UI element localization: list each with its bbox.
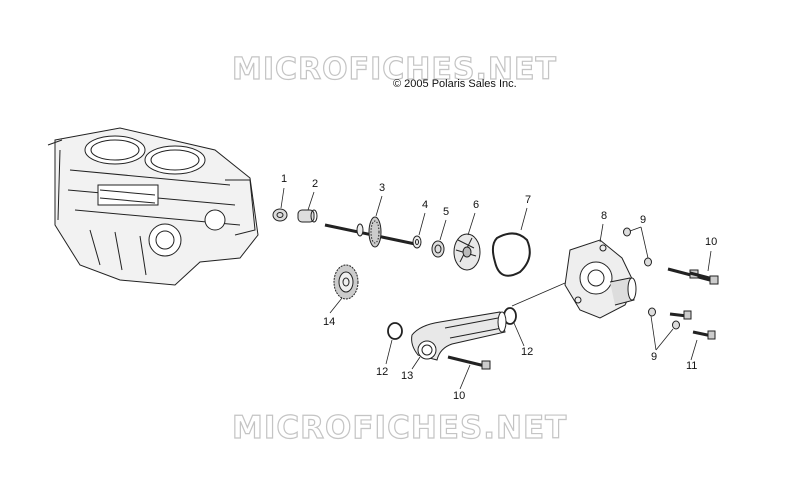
callout-9-lower: 9 bbox=[651, 351, 658, 363]
callout-6: 6 bbox=[473, 199, 480, 211]
callout-10-upper: 10 bbox=[705, 236, 718, 248]
part-8-pump-housing bbox=[564, 239, 637, 319]
leader-lines bbox=[280, 187, 712, 390]
callout-12-left: 12 bbox=[376, 366, 389, 378]
engine-block-illustration bbox=[47, 127, 259, 286]
callout-11: 11 bbox=[686, 360, 698, 372]
callout-9-upper: 9 bbox=[640, 214, 647, 226]
callout-2: 2 bbox=[312, 178, 319, 190]
part-bolt-mid-right bbox=[669, 310, 692, 320]
watermark-bottom: MICROFICHES.NET bbox=[231, 409, 568, 446]
part-5-seal bbox=[431, 240, 445, 258]
part-9-washers-upper bbox=[623, 227, 652, 267]
callout-4: 4 bbox=[422, 199, 429, 211]
callout-7: 7 bbox=[525, 194, 532, 206]
part-9-washers-lower bbox=[648, 307, 680, 330]
part-13-elbow bbox=[411, 311, 507, 361]
callout-14: 14 bbox=[323, 316, 336, 328]
part-12-o-ring-left bbox=[387, 322, 403, 340]
callout-12-right: 12 bbox=[521, 346, 534, 358]
callout-5: 5 bbox=[443, 206, 450, 218]
callout-8: 8 bbox=[601, 210, 608, 222]
callout-3: 3 bbox=[379, 182, 386, 194]
part-4-washer bbox=[412, 235, 422, 249]
part-6-impeller bbox=[453, 233, 481, 271]
callout-1: 1 bbox=[281, 173, 288, 185]
part-10-bolts-upper bbox=[667, 267, 719, 285]
part-1-bushing bbox=[272, 208, 288, 222]
callout-10-lower: 10 bbox=[453, 390, 466, 402]
part-3-shaft-gear bbox=[324, 216, 421, 248]
callout-13: 13 bbox=[401, 370, 414, 382]
watermark-top: MICROFICHES.NET bbox=[231, 51, 557, 87]
part-7-o-ring bbox=[491, 232, 531, 277]
part-11-bolt bbox=[692, 330, 716, 340]
part-10-bolt-lower bbox=[447, 355, 491, 370]
part-14-gear bbox=[333, 264, 359, 300]
part-2-bushing bbox=[297, 209, 318, 223]
copyright-text: © 2005 Polaris Sales Inc. bbox=[393, 78, 517, 90]
